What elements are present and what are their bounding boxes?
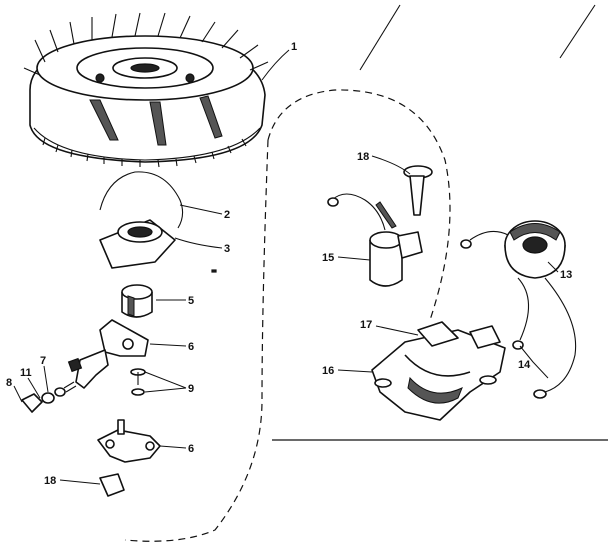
callout-7: 7 <box>40 355 46 367</box>
stray-mark <box>211 269 217 273</box>
callout-5: 5 <box>188 295 194 307</box>
callout-11: 11 <box>20 367 32 379</box>
callout-16: 16 <box>322 365 334 377</box>
hardware-stack <box>21 381 77 413</box>
coil-leads <box>512 277 577 399</box>
callout-2: 2 <box>224 209 230 221</box>
felt-pad <box>99 473 125 497</box>
callout-3: 3 <box>224 243 230 255</box>
coil-bracket <box>371 321 506 421</box>
assembly-group-boundary <box>124 89 451 542</box>
condenser-screw <box>403 165 433 216</box>
cam-sleeve <box>121 284 153 318</box>
callout-17: 17 <box>360 319 372 331</box>
callout-8: 8 <box>6 377 12 389</box>
callout-13: 13 <box>560 269 572 281</box>
ignition-coil <box>460 220 566 279</box>
callout-6a: 6 <box>188 341 194 353</box>
spring-clip <box>99 171 184 229</box>
callout-6b: 6 <box>188 443 194 455</box>
background-line <box>559 4 596 59</box>
callout-18b: 18 <box>357 151 369 163</box>
breaker-plate <box>97 419 161 463</box>
callout-14: 14 <box>518 359 531 371</box>
breaker-arm <box>67 319 149 389</box>
callout-1: 1 <box>291 41 297 53</box>
callout-9: 9 <box>188 383 194 395</box>
background-line <box>359 4 401 71</box>
leader-lines <box>13 49 559 485</box>
dust-cover <box>99 219 176 269</box>
callout-18a: 18 <box>44 475 56 487</box>
flywheel <box>23 12 269 168</box>
callout-15: 15 <box>322 252 334 264</box>
screw-and-washer <box>130 368 146 396</box>
condenser <box>327 193 423 287</box>
